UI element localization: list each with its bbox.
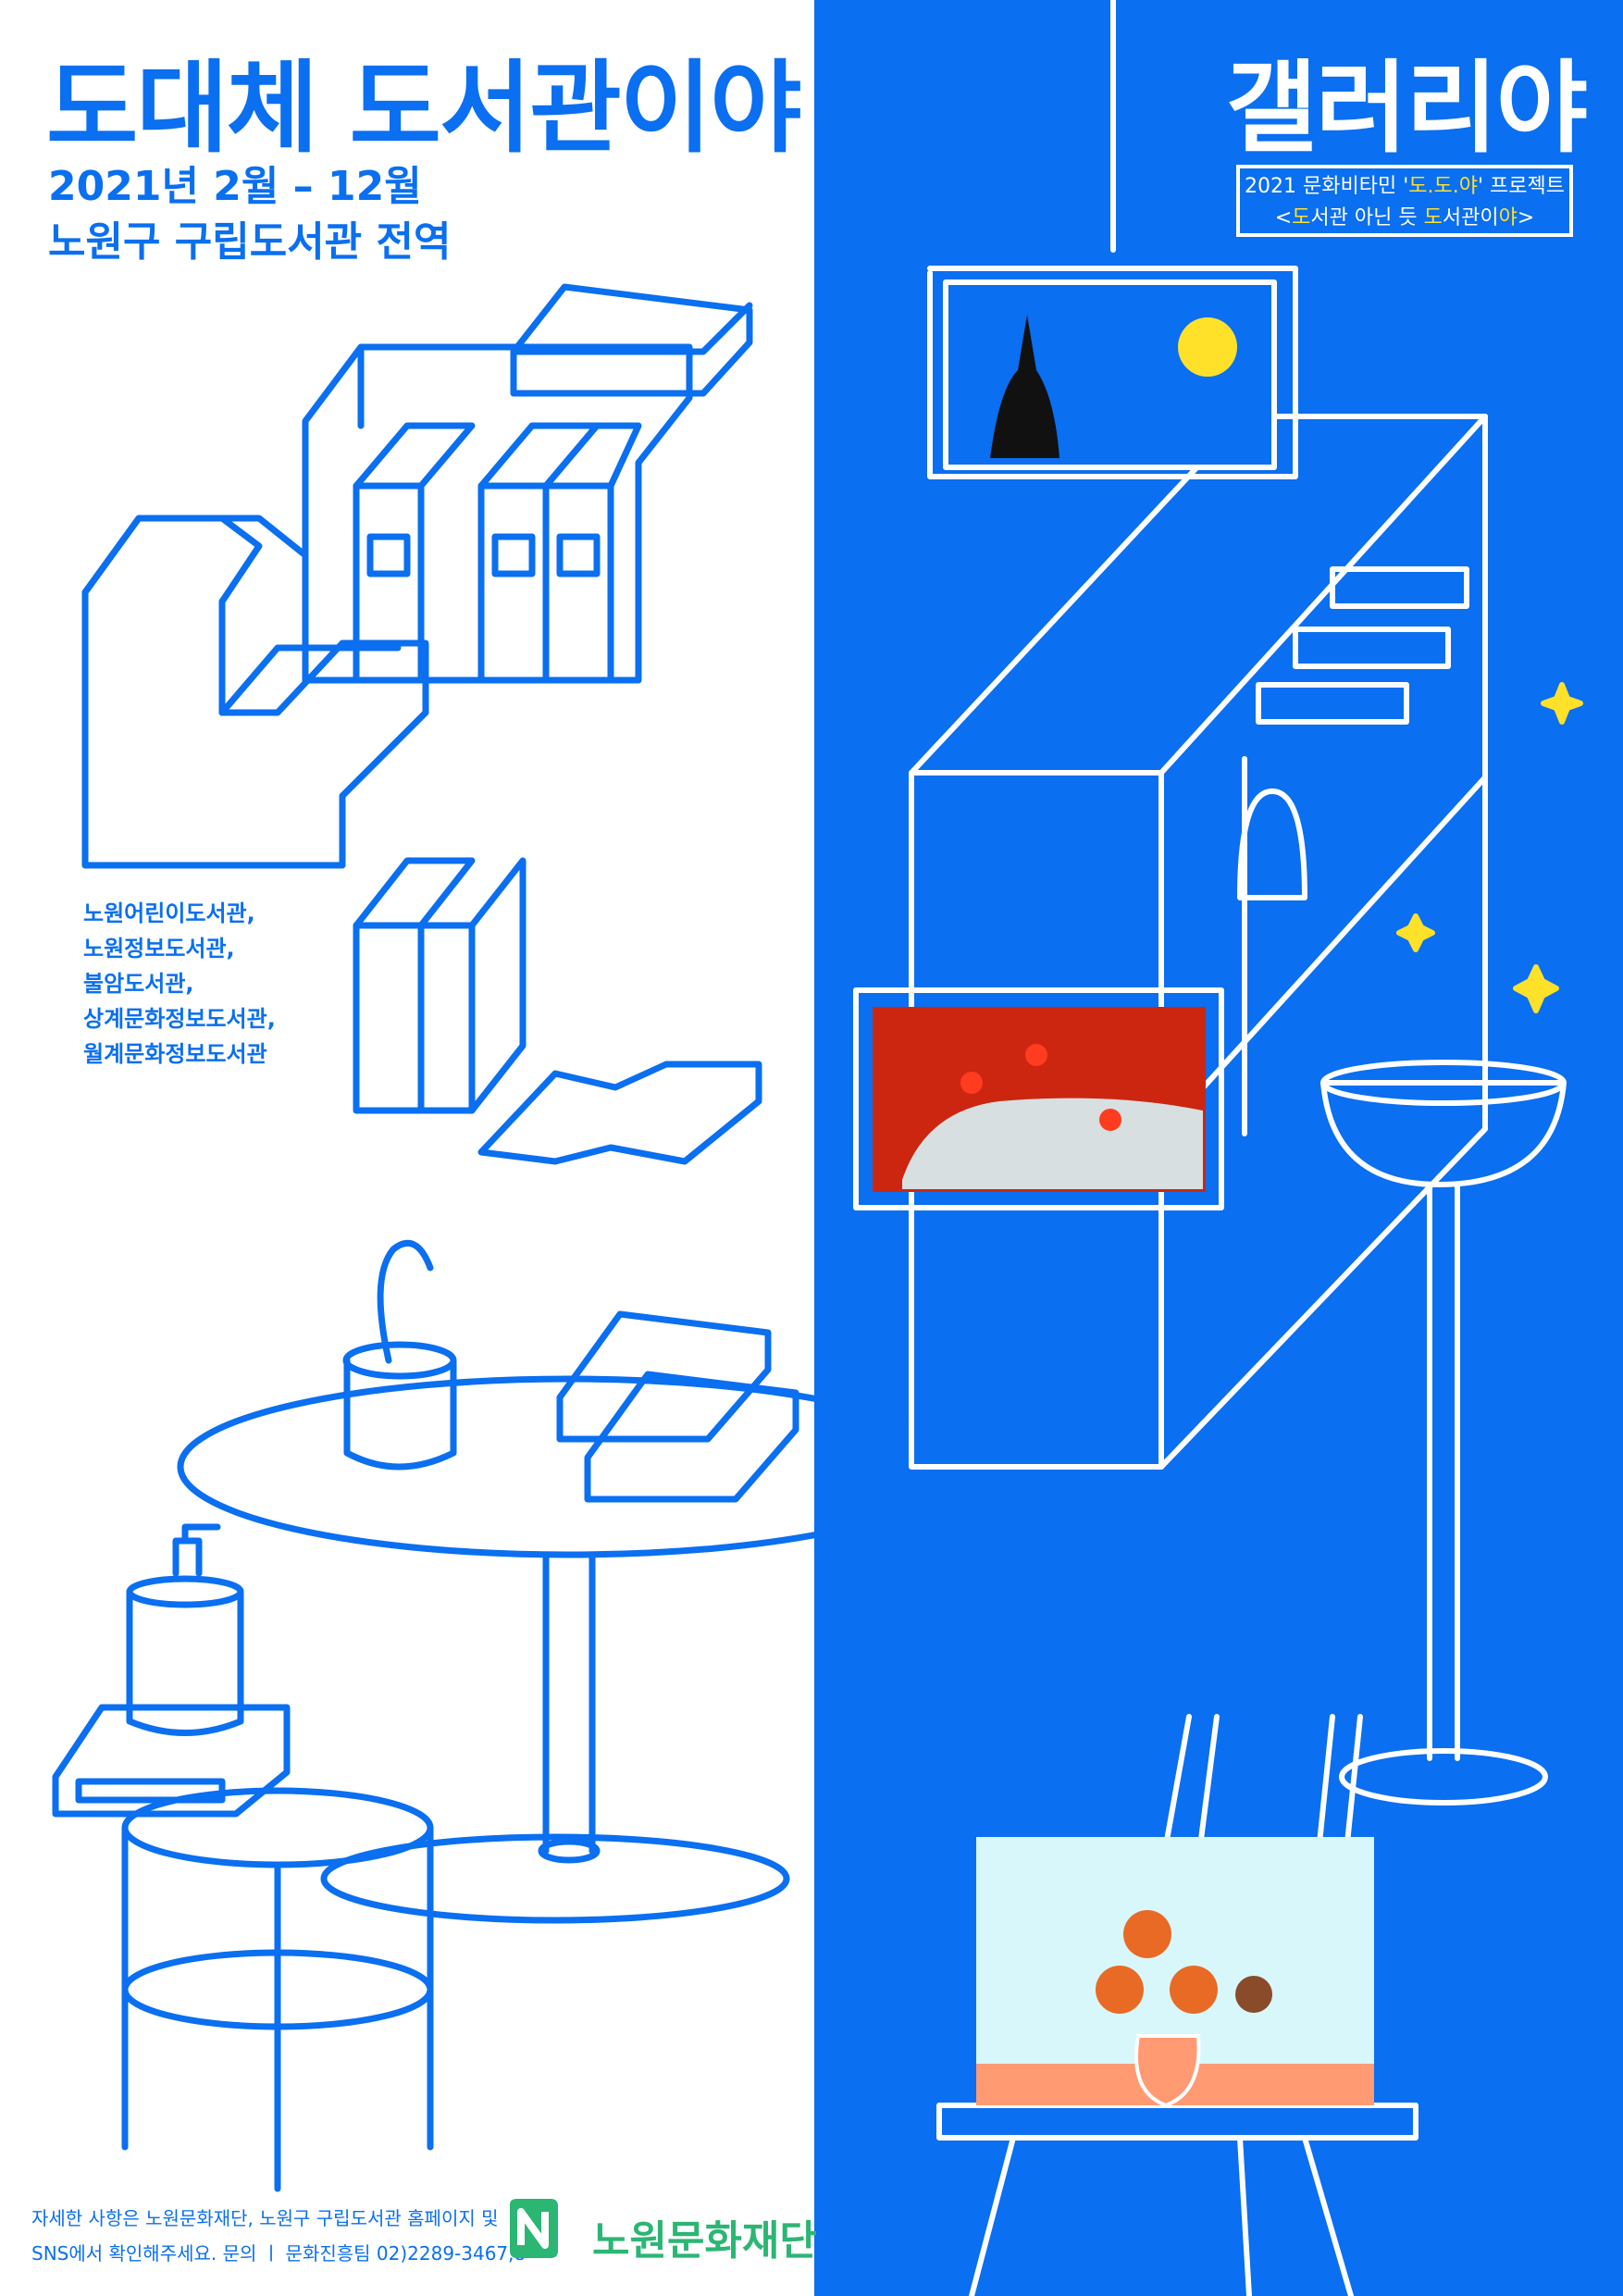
project-tagline: 2021 문화비타민 '도.도.야' 프로젝트 <도서관 아닌 듯 도서관이야> xyxy=(1236,165,1573,237)
logo-text: 노원문화재단 xyxy=(592,2217,817,2265)
sparkles xyxy=(1396,682,1583,1013)
round-table xyxy=(177,1239,961,1924)
tagline-line2: <도서관 아닌 듯 도서관이야> xyxy=(1274,206,1535,230)
floor-lamp xyxy=(1320,1060,1567,1806)
library-item: 상계문화정보도서관, xyxy=(83,1006,276,1032)
footer-line1: 자세한 사항은 노원문화재단, 노원구 구립도서관 홈페이지 및 xyxy=(31,2207,499,2229)
painting-still-life xyxy=(853,987,1224,1210)
bookshelf-illustration xyxy=(81,283,762,1165)
date-line: 2021년 2월 – 12월 xyxy=(48,163,422,210)
footer-line2: SNS에서 확인해주세요. 문의 ㅣ 문화진흥팀 02)2289-3467,8 xyxy=(31,2242,527,2265)
nowon-foundation-logo-icon xyxy=(510,2199,558,2258)
library-item: 월계문화정보도서관 xyxy=(83,1041,267,1067)
side-table xyxy=(52,1523,434,2192)
venue-line: 노원구 구립도서관 전역 xyxy=(48,218,452,266)
library-item: 불암도서관, xyxy=(83,971,194,997)
footer-info: 자세한 사항은 노원문화재단, 노원구 구립도서관 홈페이지 및 SNS에서 확… xyxy=(31,2201,526,2271)
painting-starry-night xyxy=(927,266,1298,479)
title-right: 갤러리야 xyxy=(1225,51,1588,167)
library-list: 노원어린이도서관, 노원정보도서관, 불암도서관, 상계문화정보도서관, 월계문… xyxy=(83,896,276,1072)
library-item: 노원어린이도서관, xyxy=(83,900,255,926)
tagline-line1: 2021 문화비타민 '도.도.야' 프로젝트 xyxy=(1245,175,1565,198)
title-left: 도대체 도서관이야 xyxy=(46,51,801,167)
painting-fills xyxy=(873,315,1374,2108)
gallery-shelf xyxy=(909,414,1488,1470)
library-item: 노원정보도서관, xyxy=(83,936,235,962)
